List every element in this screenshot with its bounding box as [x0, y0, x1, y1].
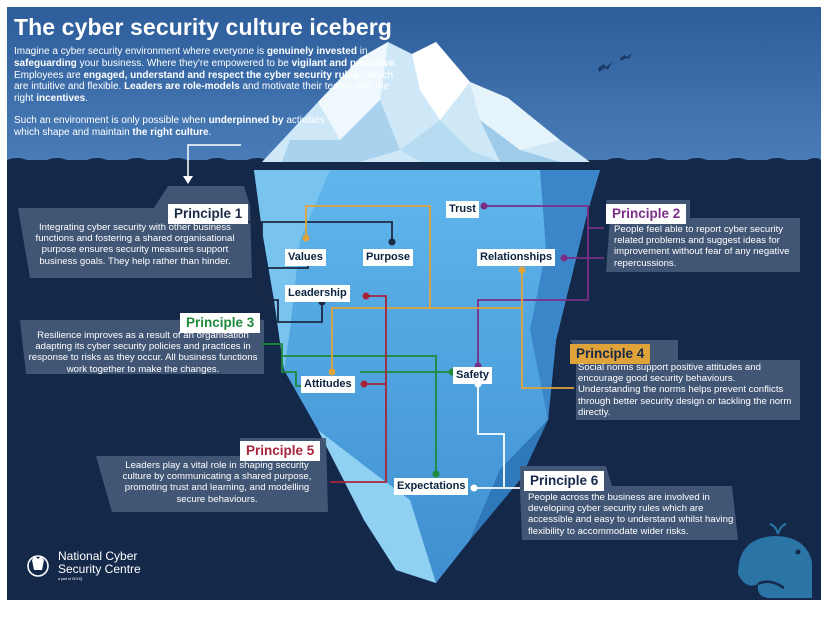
principle-2-title: Principle 2 [606, 204, 687, 224]
element-safety: Safety [453, 367, 493, 384]
whale-icon [738, 523, 812, 598]
element-attitudes: Attitudes [301, 376, 355, 393]
element-trust: Trust [446, 201, 479, 218]
p1-run-3: safeguarding [14, 57, 77, 69]
p1-run-1: genuinely invested [266, 46, 357, 57]
intro-paragraph: Imagine a cyber security environment whe… [14, 46, 404, 105]
crest-icon [27, 555, 49, 577]
p1-run-5: vigilant and proactive [291, 57, 395, 69]
principle-2-text: People feel able to report cyber securit… [614, 224, 790, 269]
logo-subtitle: a part of GCHQ [58, 577, 83, 581]
element-expectations: Expectations [394, 478, 469, 495]
principle-6-title: Principle 6 [524, 471, 605, 491]
p1-run-0: Imagine a cyber security environment whe… [14, 46, 267, 57]
element-relationships: Relationships [477, 249, 556, 266]
p2-run-1: underpinned by [208, 115, 284, 126]
principle-1-title: Principle 1 [168, 204, 249, 224]
p1-run-4: your business. Where they're empowered t… [76, 57, 292, 69]
p2-run-4: . [208, 126, 212, 138]
logo-line-1: National Cyber [58, 549, 138, 563]
copyright-footer: © Crown copyright 2025. Photographs and … [104, 600, 724, 607]
p1-run-10: and motivate their teams with the right [14, 81, 390, 105]
element-leadership: Leadership [285, 285, 350, 302]
page-title: The cyber security culture iceberg [14, 14, 392, 40]
principle-5-text: Leaders play a vital role in shaping sec… [122, 460, 312, 505]
element-values: Values [285, 249, 326, 266]
principle-3-text: Resilience improves as a result of an or… [28, 330, 258, 375]
p1-run-7: engaged, understand and respect the cybe… [83, 69, 359, 81]
principle-4-title: Principle 4 [570, 344, 651, 364]
wave-line [7, 158, 821, 168]
iceberg-underwater [254, 170, 600, 583]
birds-icon [598, 53, 632, 72]
iceberg-tip [262, 42, 590, 162]
ncsc-logo: National Cyber Security Centre a part of… [26, 549, 141, 582]
principle-3-title: Principle 3 [180, 313, 261, 333]
p2-run-3: the right culture [132, 126, 209, 138]
intro-paragraph-2: Such an environment is only possible whe… [14, 115, 344, 139]
p1-run-9: Leaders are role-models [124, 81, 240, 93]
p1-run-11: incentives [36, 93, 86, 105]
principle-1-text: Integrating cyber security with other bu… [35, 222, 235, 267]
arrow-down-icon [183, 144, 241, 184]
p1-run-6: . Employees are [14, 57, 398, 81]
principle-5-title: Principle 5 [240, 441, 321, 461]
logo-line-2: Security Centre [58, 562, 141, 576]
element-purpose: Purpose [363, 249, 414, 266]
principle-6-text: People across the business are involved … [528, 492, 734, 537]
p2-run-2: activities which shape and maintain [14, 115, 325, 138]
p2-run-0: Such an environment is only possible whe… [14, 115, 209, 126]
connectors [244, 205, 604, 489]
p1-run-2: in [356, 46, 368, 57]
p1-run-12: . [85, 93, 88, 105]
p1-run-8: - which are intuitive and flexible. [14, 69, 394, 93]
principle-4-text: Social norms support positive attitudes … [578, 362, 792, 418]
